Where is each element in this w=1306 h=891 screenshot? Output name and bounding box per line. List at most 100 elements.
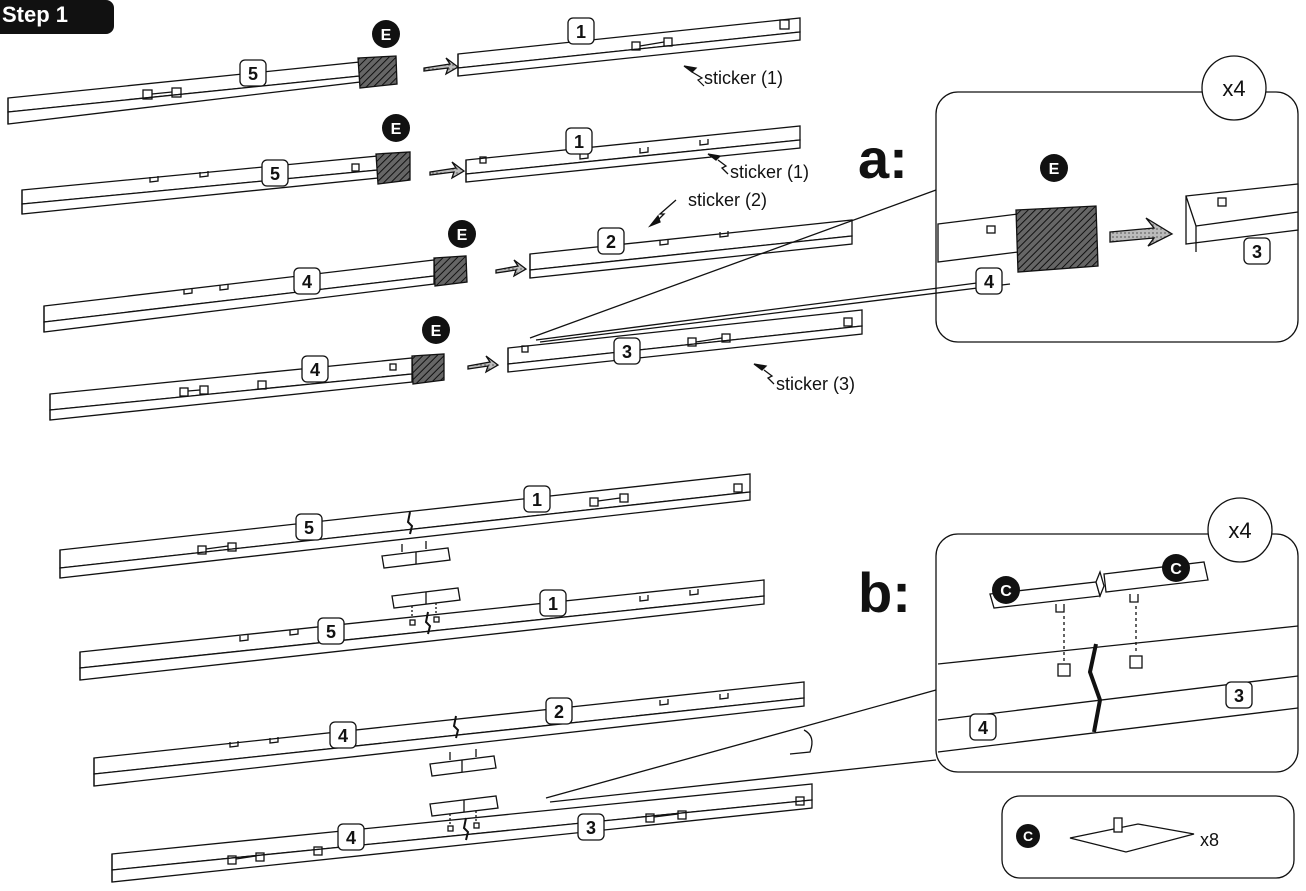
num-4-a: 4 — [302, 272, 312, 292]
num-1-c: 1 — [532, 490, 542, 510]
sticker-1a-pointer — [683, 65, 705, 87]
tube-4-third — [43, 259, 435, 333]
panel-a — [529, 91, 1299, 343]
connector-e-1 — [357, 55, 398, 89]
e-marker-3 — [448, 220, 476, 248]
e-letter-4: E — [431, 323, 442, 340]
badge-3-panel-a — [1243, 237, 1271, 265]
c-marker-legend — [1016, 824, 1040, 848]
panel-a-connector-e — [1015, 205, 1099, 273]
panel-b-x4: x4 — [1228, 518, 1251, 543]
num-3-panel-b: 3 — [1234, 686, 1244, 706]
badge-1-c — [523, 485, 551, 513]
num-2-a: 2 — [606, 232, 616, 252]
e-letter-2: E — [391, 121, 402, 138]
c-letter-panel-b-right: C — [1170, 561, 1182, 578]
tube-4-fourth — [49, 357, 413, 421]
num-5-c: 5 — [304, 518, 314, 538]
badge-1-a — [567, 17, 595, 45]
badge-4-panel-a — [975, 267, 1003, 295]
panel-a-x4: x4 — [1222, 76, 1245, 101]
sticker-2-pointer — [647, 199, 677, 228]
num-2-b: 2 — [554, 702, 564, 722]
sticker-1b-pointer — [707, 153, 729, 175]
step-header: Step 1 — [0, 0, 114, 34]
connector-markers — [372, 20, 1190, 848]
badge-1-b — [565, 127, 593, 155]
panel-b-plate-c-left — [989, 569, 1105, 662]
connector-e-2 — [375, 151, 411, 185]
num-4-panel-a: 4 — [984, 272, 994, 292]
assembled-tube-5-1-top — [59, 473, 751, 579]
plate-c-2 — [391, 587, 461, 616]
num-1-d: 1 — [548, 594, 558, 614]
connector-e-3 — [433, 255, 468, 287]
num-5-b: 5 — [270, 164, 280, 184]
arrow-row-2 — [429, 161, 466, 180]
panel-a-arrow — [1109, 217, 1174, 247]
connector-e-4 — [411, 353, 445, 385]
num-3-b: 3 — [586, 818, 596, 838]
panel-b-title: b: — [858, 561, 911, 624]
tube-5-second — [21, 155, 379, 215]
c-marker-panel-b-left — [992, 576, 1020, 604]
plate-c-4 — [429, 795, 499, 824]
e-letter-3: E — [457, 227, 468, 244]
num-1-a: 1 — [576, 22, 586, 42]
assembled-tube-4-3-fourth — [111, 783, 813, 883]
legend-x8: x8 — [1200, 830, 1219, 850]
panel-a-title: a: — [858, 127, 908, 190]
c-letter-legend: C — [1023, 828, 1033, 844]
badge-4-a — [293, 267, 321, 295]
badge-5-d — [317, 617, 345, 645]
badge-2-b — [545, 697, 573, 725]
sticker-3-pointer — [753, 363, 775, 385]
e-marker-1 — [372, 20, 400, 48]
tube-5-top — [7, 61, 361, 125]
e-letter-panel-a: E — [1049, 161, 1060, 178]
badge-4-c — [329, 721, 357, 749]
num-4-panel-b: 4 — [978, 718, 988, 738]
e-marker-panel-a — [1040, 154, 1068, 182]
part-number-boxes — [239, 17, 1271, 851]
tube-1-top — [457, 17, 801, 77]
badge-5-c — [295, 513, 323, 541]
tube-3-fourth — [507, 309, 863, 373]
num-3-a: 3 — [622, 342, 632, 362]
sticker-3-label: sticker (3) — [776, 374, 855, 394]
badge-1-d — [539, 589, 567, 617]
badge-3-b — [577, 813, 605, 841]
tube-1-second — [465, 125, 801, 183]
badge-5-a — [239, 59, 267, 87]
num-5-d: 5 — [326, 622, 336, 642]
sticker-1a-label: sticker (1) — [704, 68, 783, 88]
step-title: Step 1 — [2, 2, 69, 27]
arrow-row-1 — [423, 57, 460, 76]
badge-4-panel-b — [969, 713, 997, 741]
badge-4-d — [337, 823, 365, 851]
panel-a-x4-badge — [1201, 55, 1267, 121]
panel-a-tube-3 — [1185, 183, 1299, 252]
plate-c-3 — [429, 749, 497, 777]
num-4-d: 4 — [346, 828, 356, 848]
e-marker-4 — [422, 316, 450, 344]
c-marker-panel-b-right — [1162, 554, 1190, 582]
badge-5-b — [261, 159, 289, 187]
num-4-b: 4 — [310, 360, 320, 380]
badge-4-b — [301, 355, 329, 383]
num-5-a: 5 — [248, 64, 258, 84]
num-3-panel-a: 3 — [1252, 242, 1262, 262]
num-1-b: 1 — [574, 132, 584, 152]
sticker-2-label: sticker (2) — [688, 190, 767, 210]
badge-2-a — [597, 227, 625, 255]
badge-3-panel-b — [1225, 681, 1253, 709]
arrow-row-3 — [495, 259, 528, 278]
c-letter-panel-b-left: C — [1000, 583, 1012, 600]
num-4-c: 4 — [338, 726, 348, 746]
plate-c-1 — [381, 541, 451, 569]
panel-b-x4-badge — [1207, 497, 1273, 563]
text-layer: E E E E E C C C 5 1 5 1 4 2 4 3 4 3 5 1 … — [248, 22, 1262, 850]
arrow-row-4 — [467, 355, 500, 374]
e-marker-2 — [382, 114, 410, 142]
